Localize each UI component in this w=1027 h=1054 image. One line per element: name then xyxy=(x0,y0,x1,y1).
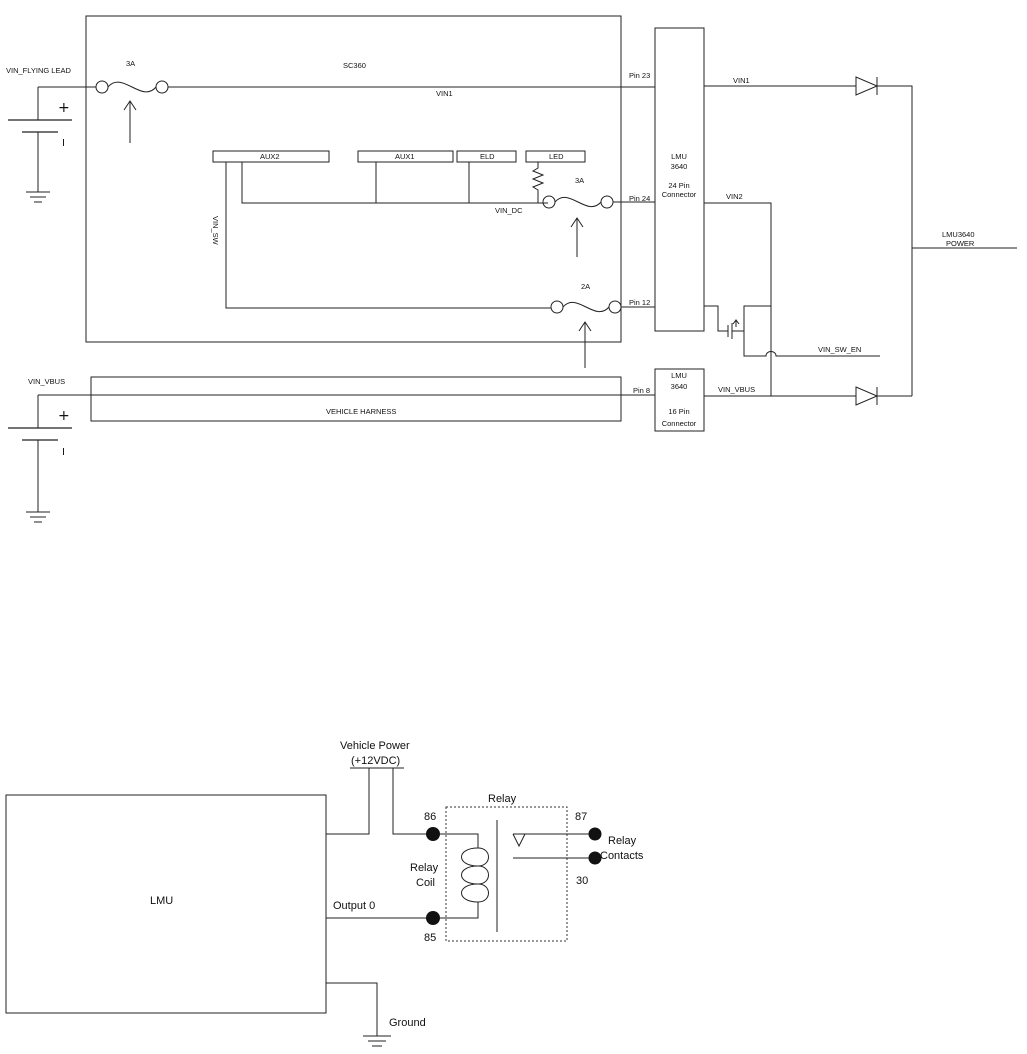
battery-flying-lead: + I xyxy=(8,87,72,203)
lmu-24-line3: 24 Pin xyxy=(668,181,689,190)
pin8-label: Pin 8 xyxy=(633,386,650,395)
aux2-label: AUX2 xyxy=(260,152,280,161)
pin87-label: 87 xyxy=(575,811,587,823)
vin-sw-label: VIN_SW xyxy=(211,216,220,246)
battery-minus-label: I xyxy=(62,138,65,149)
vehicle-power-label: Vehicle Power xyxy=(340,740,410,752)
lmu-label: LMU xyxy=(150,895,173,907)
pin30-label: 30 xyxy=(576,875,588,887)
fuse-2a xyxy=(550,300,622,368)
relay-wiring-schematic: LMU Vehicle Power (+12VDC) Output 0 Grou… xyxy=(5,740,644,1047)
lmu-power-line1: LMU3640 xyxy=(942,230,975,239)
pin85-terminal xyxy=(426,911,440,925)
lmu-24-line4: Connector xyxy=(662,190,697,199)
relay-coil xyxy=(440,820,498,932)
lmu-16-pin-connector xyxy=(654,368,705,432)
pin12-label: Pin 12 xyxy=(629,298,650,307)
fuse-3a-top xyxy=(95,80,169,143)
relay-coil-line2: Coil xyxy=(416,877,435,889)
fuse-2a-label: 2A xyxy=(581,282,590,291)
output0-label: Output 0 xyxy=(333,900,375,912)
fuse-3a-mid-label: 3A xyxy=(575,176,584,185)
vin-dc-label: VIN_DC xyxy=(495,206,523,215)
vin2-out-label: VIN2 xyxy=(726,192,743,201)
battery-plus-label: + xyxy=(58,100,70,116)
diode-vin1 xyxy=(855,76,879,96)
fuse-3a-mid xyxy=(542,195,614,257)
battery2-minus-label: I xyxy=(62,447,65,458)
aux1-port xyxy=(357,150,454,163)
battery2-plus-label: + xyxy=(58,408,70,424)
vdc-label: (+12VDC) xyxy=(351,755,400,767)
pin23-label: Pin 23 xyxy=(629,71,650,80)
lmu-24-pin-connector xyxy=(654,27,705,332)
lmu-16-line1: LMU xyxy=(671,371,687,380)
eld-port xyxy=(456,150,517,163)
pin87-terminal xyxy=(588,827,602,841)
vin1-out-label: VIN1 xyxy=(733,76,750,85)
eld-label: ELD xyxy=(480,152,495,161)
led-label: LED xyxy=(549,152,564,161)
pin86-terminal xyxy=(426,827,440,841)
pin86-label: 86 xyxy=(424,811,436,823)
lmu-16-line2: 3640 xyxy=(671,382,688,391)
led-port xyxy=(525,150,586,163)
diode-vbus xyxy=(855,386,879,406)
vin1-inner-label: VIN1 xyxy=(436,89,453,98)
aux2-port xyxy=(212,150,330,163)
lmu-16-line3: 16 Pin xyxy=(668,407,689,416)
ground-label: Ground xyxy=(389,1017,426,1029)
aux1-label: AUX1 xyxy=(395,152,415,161)
sc360-label: SC360 xyxy=(343,61,366,70)
sc360-box xyxy=(85,15,622,343)
vin-sw-en-label: VIN_SW_EN xyxy=(818,345,861,354)
relay-contacts xyxy=(512,827,602,865)
lmu-24-line1: LMU xyxy=(671,152,687,161)
pin24-label: Pin 24 xyxy=(629,194,650,203)
vin-vbus-out-label: VIN_VBUS xyxy=(718,385,755,394)
lmu-box xyxy=(5,794,327,1014)
vin-vbus-label: VIN_VBUS xyxy=(28,377,65,386)
sc360-power-schematic: + I VIN_FLYING LEAD SC360 3A VIN1 Pin 23… xyxy=(6,15,1017,523)
battery-vbus: + I xyxy=(8,395,72,523)
relay-label: Relay xyxy=(488,793,517,805)
relay-box xyxy=(445,806,568,942)
pin85-label: 85 xyxy=(424,932,436,944)
relay-contacts-line2: Contacts xyxy=(600,850,644,862)
lmu-24-line2: 3640 xyxy=(671,162,688,171)
pin30-terminal xyxy=(588,851,602,865)
mosfet-switch xyxy=(704,305,771,340)
relay-contacts-line1: Relay xyxy=(608,835,637,847)
relay-coil-line1: Relay xyxy=(410,862,439,874)
vin-flying-lead-label: VIN_FLYING LEAD xyxy=(6,66,71,75)
lmu-power-line2: POWER xyxy=(946,239,975,248)
vehicle-harness-box xyxy=(90,376,622,422)
vehicle-harness-label: VEHICLE HARNESS xyxy=(326,407,396,416)
lmu-16-line4: Connector xyxy=(662,419,697,428)
fuse-3a-top-label: 3A xyxy=(126,59,135,68)
